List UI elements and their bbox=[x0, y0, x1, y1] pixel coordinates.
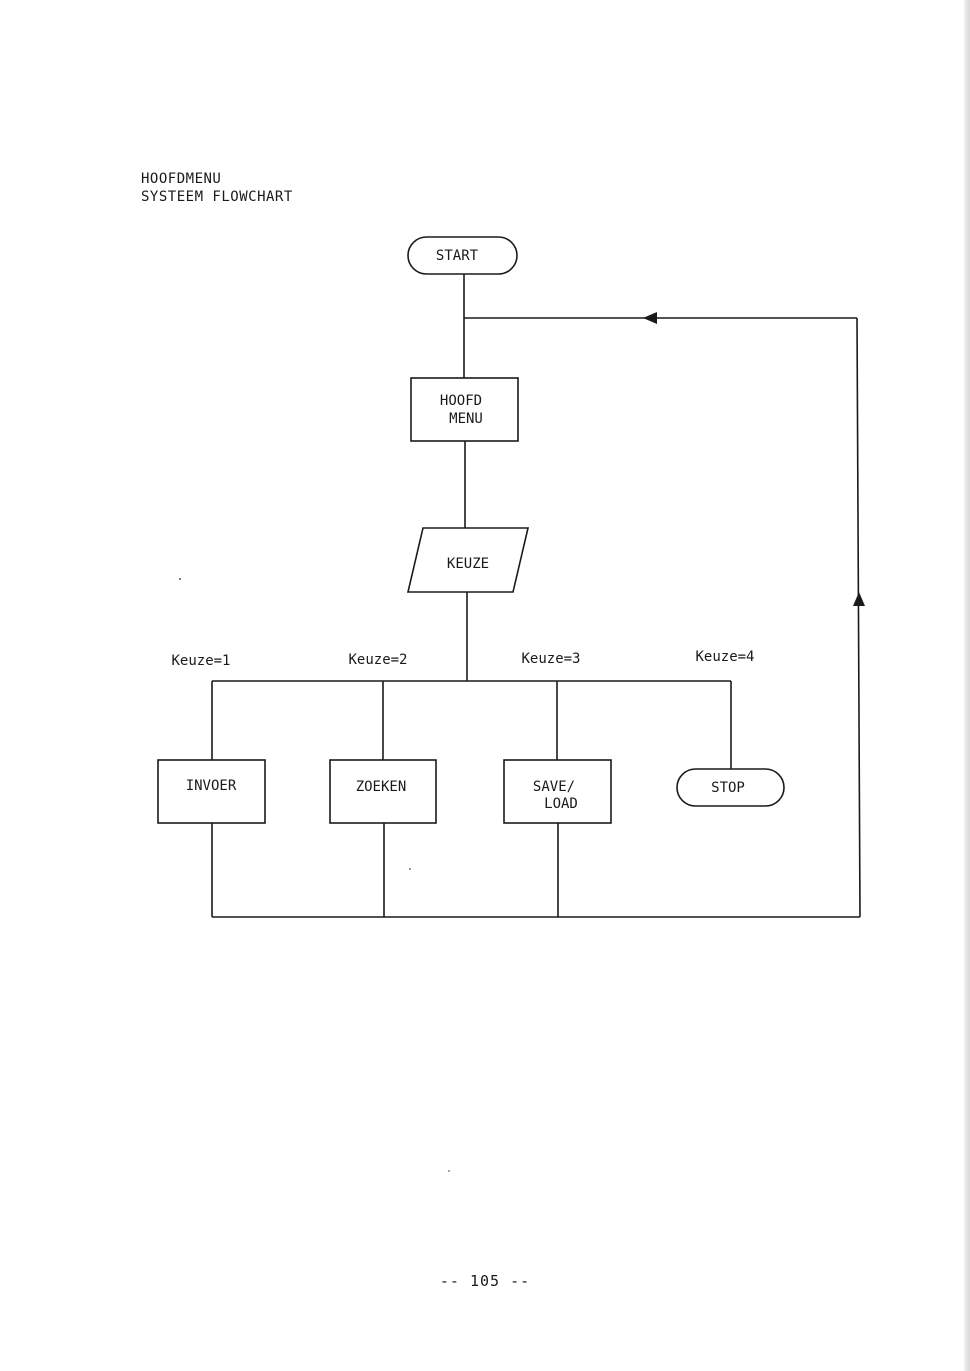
diagram-subtitle: SYSTEEM FLOWCHART bbox=[141, 189, 293, 205]
branch-label-keuze4: Keuze=4 bbox=[695, 649, 754, 665]
saveload-process bbox=[503, 759, 612, 824]
saveload-label-line1: SAVE/ bbox=[533, 779, 575, 795]
hoofdmenu-process bbox=[410, 377, 519, 442]
keuze-label: KEUZE bbox=[447, 556, 489, 572]
scan-speck bbox=[448, 1170, 450, 1172]
page-edge bbox=[964, 0, 970, 1371]
up-arrow-icon bbox=[853, 592, 865, 606]
branch-label-keuze3: Keuze=3 bbox=[521, 651, 580, 667]
page-number: -- 105 -- bbox=[439, 1272, 531, 1290]
invoer-process bbox=[157, 759, 266, 824]
stop-label: STOP bbox=[711, 780, 745, 796]
stop-terminator bbox=[676, 768, 785, 807]
zoeken-label: ZOEKEN bbox=[356, 779, 407, 795]
return-riser bbox=[856, 317, 861, 918]
diagram-title: HOOFDMENU bbox=[141, 171, 222, 187]
start-label: START bbox=[436, 248, 479, 264]
start-terminator bbox=[407, 236, 518, 275]
scan-speck bbox=[409, 868, 411, 870]
zoeken-process bbox=[329, 759, 437, 824]
saveload-label-line2: LOAD bbox=[544, 796, 578, 812]
invoer-label: INVOER bbox=[186, 778, 237, 794]
branch-label-keuze1: Keuze=1 bbox=[171, 653, 230, 669]
hoofdmenu-label-line2: MENU bbox=[449, 411, 483, 427]
left-arrow-icon bbox=[643, 312, 657, 324]
branch-label-keuze2: Keuze=2 bbox=[348, 652, 407, 668]
scan-speck bbox=[179, 578, 181, 580]
hoofdmenu-label-line1: HOOFD bbox=[440, 393, 482, 409]
keuze-input bbox=[406, 527, 530, 593]
